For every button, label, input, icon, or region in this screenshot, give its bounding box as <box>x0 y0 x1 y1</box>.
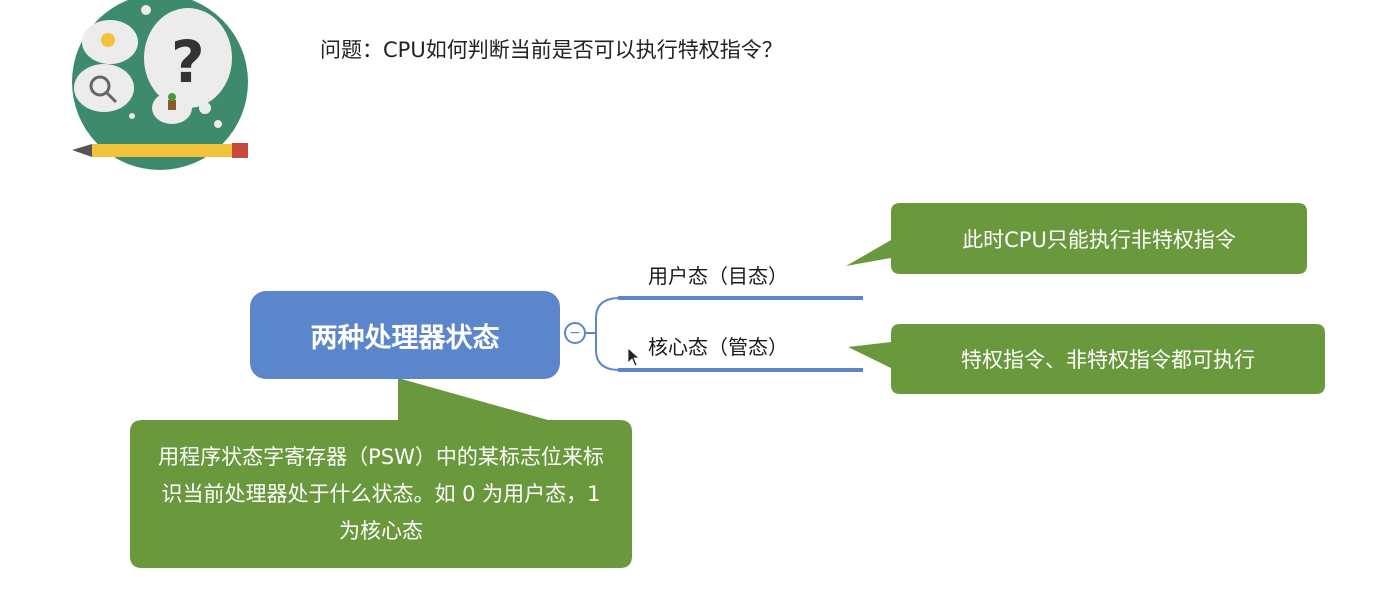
callout-kernel-bg <box>848 324 1325 394</box>
question-mark-glyph: ? <box>171 28 205 96</box>
root-node[interactable]: 两种处理器状态 <box>250 291 560 379</box>
callout-explanation-bg <box>130 378 632 568</box>
question-text: 问题：CPU如何判断当前是否可以执行特权指令？ <box>320 38 783 62</box>
branch-kernel-mode-label[interactable]: 核心态（管态） <box>648 335 788 359</box>
callout-user-note: 此时CPU只能执行非特权指令 <box>962 227 1236 252</box>
collapse-button[interactable]: − <box>564 322 586 344</box>
callout-explanation-note: 用程序状态字寄存器（PSW）中的某标志位来标识当前处理器处于什么状态。如 0 为… <box>158 444 604 543</box>
thinking-question-icon <box>72 0 248 170</box>
mouse-cursor-icon <box>627 347 641 367</box>
branch-connector <box>586 297 621 371</box>
branch-user-mode-label[interactable]: 用户态（目态） <box>648 264 788 288</box>
callout-user-bg <box>846 203 1307 274</box>
pencil-icon <box>72 143 248 158</box>
callout-kernel-note: 特权指令、非特权指令都可执行 <box>961 348 1255 372</box>
